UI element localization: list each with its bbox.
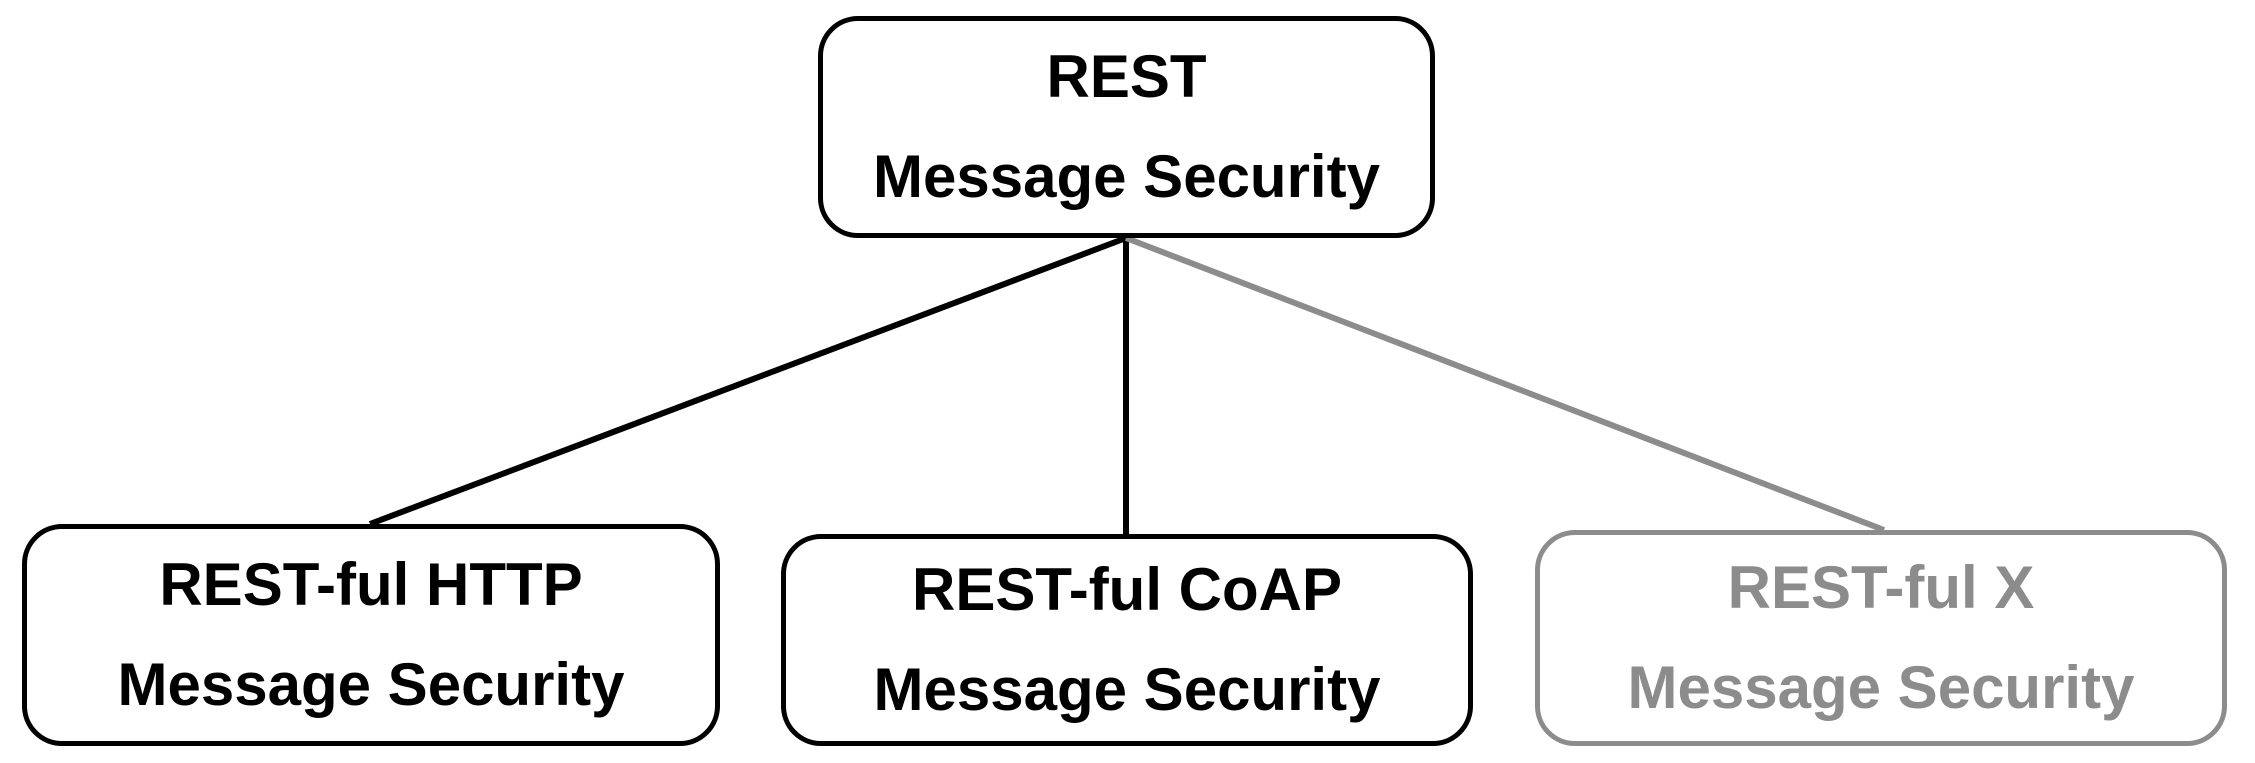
- connector-root-to-x: [1124, 235, 1886, 533]
- child-node-x-title: REST-ful X: [1727, 554, 2035, 621]
- child-node-restful-x: REST-ful X Message Security: [1535, 530, 2227, 746]
- child-node-restful-http: REST-ful HTTP Message Security: [22, 524, 720, 746]
- child-node-http-subtitle: Message Security: [117, 651, 625, 718]
- connector-root-to-http: [368, 235, 1128, 527]
- child-node-x-subtitle: Message Security: [1627, 654, 2135, 721]
- child-node-coap-title: REST-ful CoAP: [912, 556, 1342, 623]
- root-node-rest-message-security: REST Message Security: [818, 16, 1435, 238]
- child-node-coap-subtitle: Message Security: [873, 656, 1381, 723]
- root-node-subtitle: Message Security: [873, 143, 1380, 210]
- root-node-title: REST: [1046, 43, 1207, 110]
- child-node-http-title: REST-ful HTTP: [159, 551, 583, 618]
- child-node-restful-coap: REST-ful CoAP Message Security: [781, 534, 1473, 746]
